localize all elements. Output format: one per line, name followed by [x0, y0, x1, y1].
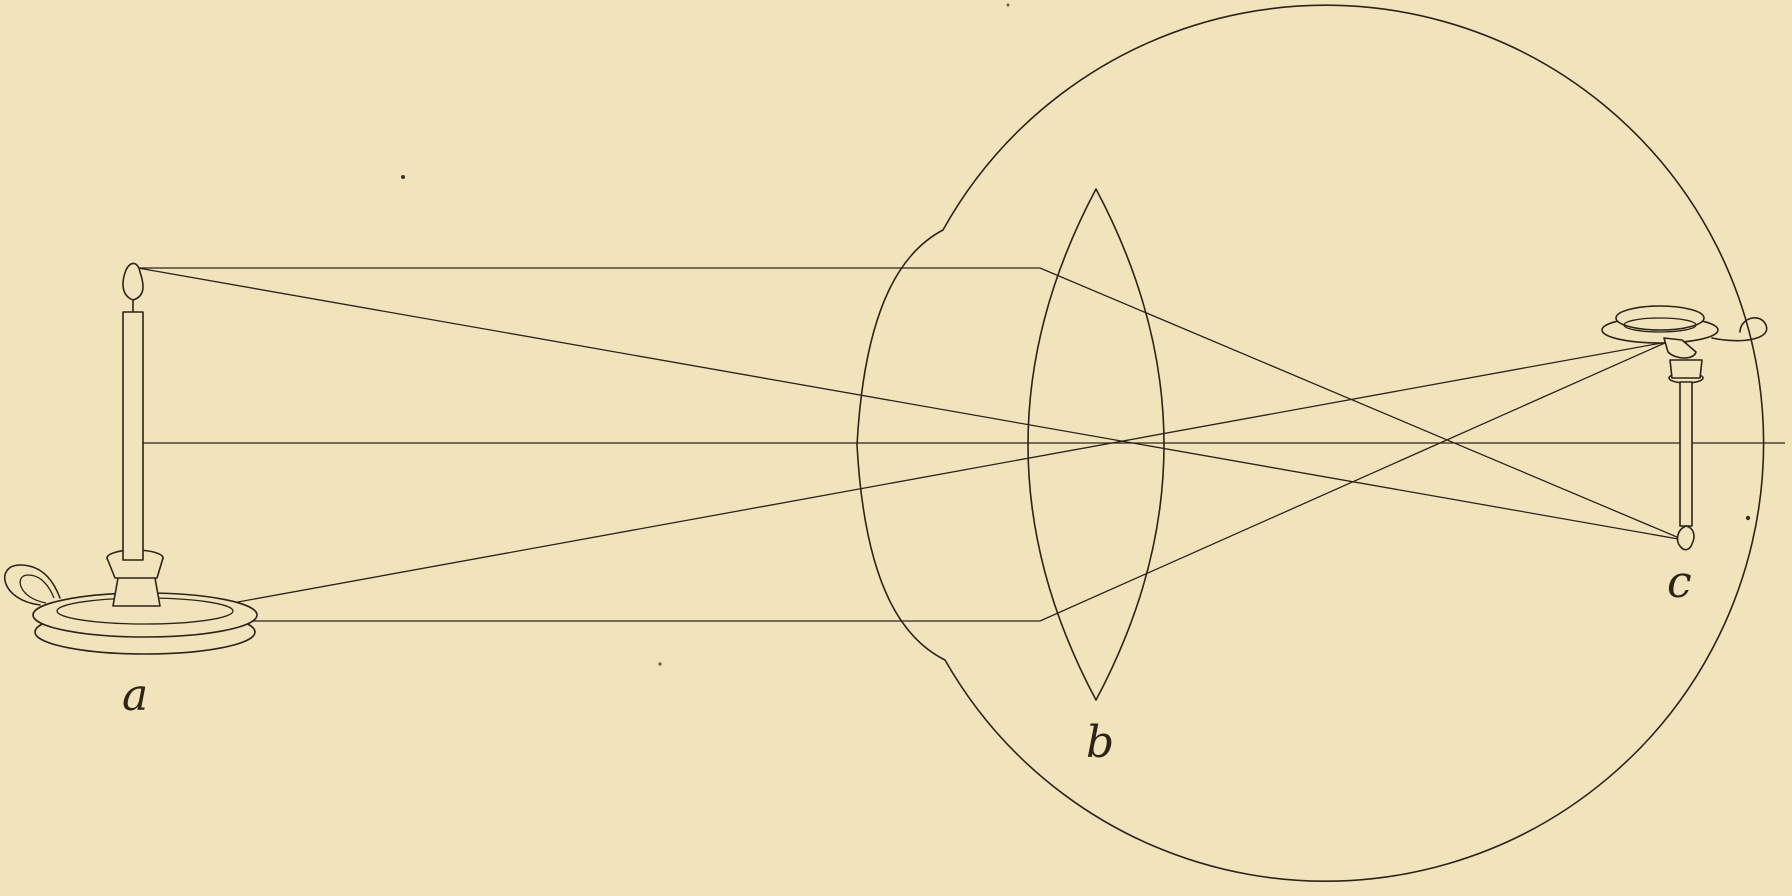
candle-handle-inner — [19, 574, 55, 604]
image-candle-flame — [1676, 525, 1695, 551]
light-rays — [137, 267, 1685, 622]
paper-speck — [401, 175, 405, 179]
paper-speck — [1006, 3, 1010, 7]
ray-top-central — [137, 267, 1685, 541]
label-lens-b: b — [1086, 717, 1114, 768]
candle-object — [4, 262, 258, 655]
image-handle — [1711, 317, 1768, 342]
ray-bottom-central — [149, 341, 1668, 619]
image-dish-inner — [1623, 317, 1697, 333]
ray-top-refracted — [1039, 267, 1685, 541]
candle-handle — [4, 564, 61, 606]
paper-speck — [1745, 515, 1751, 521]
candle-image-inverted — [1601, 305, 1768, 551]
candle-socket-neck — [106, 557, 164, 579]
image-candle-body — [1679, 381, 1693, 527]
label-object-a: a — [122, 670, 148, 721]
image-socket-neck — [1669, 359, 1703, 379]
candle-body — [122, 311, 144, 561]
candle-flame — [122, 262, 144, 301]
crystalline-lens — [1027, 188, 1165, 701]
image-socket — [1663, 337, 1697, 359]
eyeball-outline — [856, 4, 1765, 882]
paper-speck — [658, 662, 662, 666]
label-image-c: c — [1667, 557, 1692, 608]
ray-bottom-refracted — [1039, 341, 1668, 622]
